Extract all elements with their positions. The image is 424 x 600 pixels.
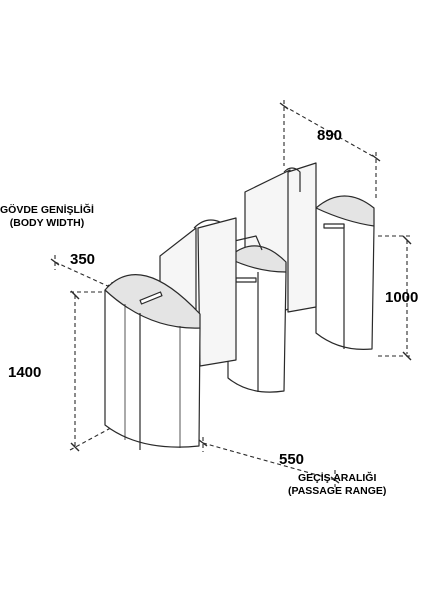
wing-front-right bbox=[193, 217, 237, 367]
dimension-1400: 1400 bbox=[8, 364, 42, 381]
dim-line-550 bbox=[202, 442, 336, 481]
dim-line-890 bbox=[283, 105, 377, 159]
body-width-title: GÖVDE GENİŞLİĞİ bbox=[0, 204, 94, 216]
wing-back-right bbox=[283, 162, 317, 313]
cabinet-left bbox=[104, 274, 201, 450]
dimension-890: 890 bbox=[317, 127, 343, 144]
cabinet-right bbox=[315, 195, 375, 351]
cabinet-middle bbox=[227, 235, 287, 393]
body-width-caption: GÖVDE GENİŞLİĞİ (BODY WIDTH) bbox=[0, 204, 94, 230]
passage-range-subtitle: (PASSAGE RANGE) bbox=[288, 485, 387, 497]
card-slot-left bbox=[139, 291, 163, 305]
card-slot-middle bbox=[235, 277, 257, 283]
dimension-1000: 1000 bbox=[385, 289, 419, 306]
passage-range-caption: GEÇİŞ ARALIĞI (PASSAGE RANGE) bbox=[288, 472, 386, 498]
dimension-350: 350 bbox=[70, 251, 96, 268]
card-slot-right bbox=[323, 223, 345, 229]
passage-range-title: GEÇİŞ ARALIĞI bbox=[298, 472, 377, 484]
body-width-subtitle: (BODY WIDTH) bbox=[9, 217, 85, 229]
dimension-lines bbox=[54, 100, 412, 487]
dimension-550: 550 bbox=[279, 451, 305, 468]
dim-line-350 bbox=[54, 261, 113, 289]
